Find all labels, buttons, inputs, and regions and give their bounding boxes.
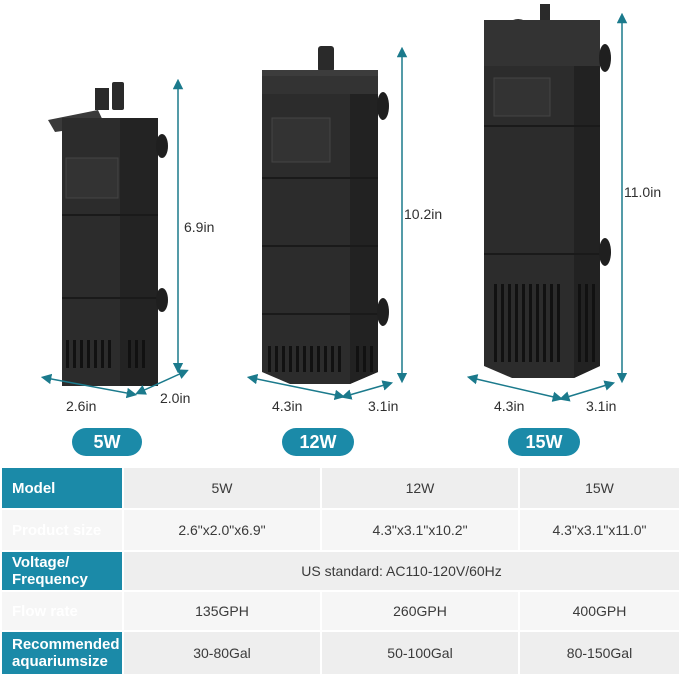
filter-12w-image [262, 46, 389, 384]
badge-5w: 5W [72, 428, 142, 456]
width-label-15w: 4.3in [494, 398, 525, 414]
width-arrow-15w [466, 374, 564, 402]
cell-flow-5w: 135GPH [122, 590, 322, 632]
cell-size-5w: 2.6"x2.0"x6.9" [122, 508, 322, 552]
table-row-product-size: Product size 2.6"x2.0"x6.9" 4.3"x3.1"x10… [0, 508, 679, 552]
spec-table: Model 5W 12W 15W Product size 2.6"x2.0"x… [0, 466, 679, 676]
cell-voltage-merged: US standard: AC110-120V/60Hz [122, 550, 679, 592]
cell-size-12w: 4.3"x3.1"x10.2" [320, 508, 520, 552]
table-row-model: Model 5W 12W 15W [0, 466, 679, 510]
cell-flow-15w: 400GPH [518, 590, 679, 632]
table-row-voltage: Voltage/ Frequency US standard: AC110-12… [0, 550, 679, 592]
row-label-voltage: Voltage/ Frequency [0, 550, 124, 592]
cell-model-5w: 5W [122, 466, 322, 510]
row-label-product-size: Product size [0, 508, 124, 552]
depth-arrow-5w [135, 369, 189, 395]
depth-label-12w: 3.1in [368, 398, 399, 414]
cell-aquarium-5w: 30-80Gal [122, 630, 322, 676]
cell-size-15w: 4.3"x3.1"x11.0" [518, 508, 679, 552]
table-row-aquarium-size: Recommended aquariumsize 30-80Gal 50-100… [0, 630, 679, 676]
depth-label-15w: 3.1in [586, 398, 617, 414]
cell-aquarium-15w: 80-150Gal [518, 630, 679, 676]
filter-15w-image [484, 4, 611, 378]
row-label-flow-rate: Flow rate [0, 590, 124, 632]
height-label-12w: 10.2in [404, 206, 443, 222]
width-arrow-5w [40, 373, 138, 399]
table-row-flow-rate: Flow rate 135GPH 260GPH 400GPH [0, 590, 679, 632]
row-label-aquarium-size: Recommended aquariumsize [0, 630, 124, 676]
badge-12w: 12W [282, 428, 354, 456]
height-label-5w: 6.9in [184, 219, 215, 235]
cell-aquarium-12w: 50-100Gal [320, 630, 520, 676]
badge-15w: 15W [508, 428, 580, 456]
width-arrow-12w [246, 373, 346, 401]
row-label-model: Model [0, 466, 124, 510]
width-label-5w: 2.6in [66, 398, 97, 414]
product-illustration [40, 4, 628, 402]
depth-arrow-15w [558, 380, 616, 402]
cell-model-12w: 12W [320, 466, 520, 510]
cell-flow-12w: 260GPH [320, 590, 520, 632]
cell-model-15w: 15W [518, 466, 679, 510]
height-label-15w: 11.0in [624, 184, 662, 200]
depth-arrow-12w [340, 380, 394, 400]
depth-label-5w: 2.0in [160, 390, 191, 406]
filter-5w-image [48, 82, 168, 386]
width-label-12w: 4.3in [272, 398, 303, 414]
